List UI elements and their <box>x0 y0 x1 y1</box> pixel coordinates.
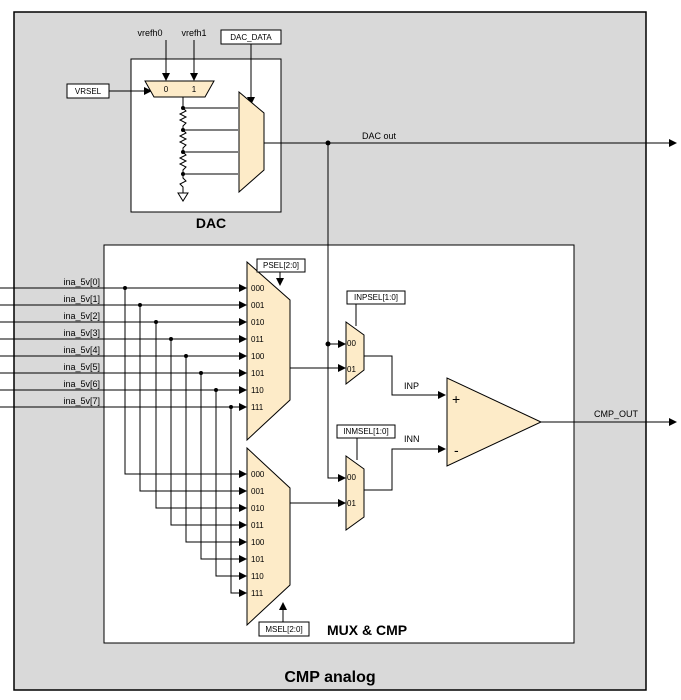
svg-text:001: 001 <box>251 301 265 310</box>
svg-text:111: 111 <box>251 589 264 598</box>
vref-select-mux <box>144 80 215 98</box>
input-label-3: ina_5v[3] <box>63 328 100 338</box>
input-label-0: ina_5v[0] <box>63 277 100 287</box>
resistor-4 <box>179 174 187 193</box>
dac-out-label: DAC out <box>362 131 397 141</box>
input-labels: ina_5v[0] ina_5v[1] ina_5v[2] ina_5v[3] … <box>63 277 100 406</box>
inp-mux <box>345 321 365 386</box>
svg-text:111: 111 <box>251 403 264 412</box>
inn-wire <box>364 445 446 491</box>
comparator-plus: + <box>452 391 460 407</box>
svg-text:100: 100 <box>251 538 265 547</box>
dac-bus-inn <box>327 344 346 482</box>
vref-sel0: 0 <box>164 85 169 94</box>
mux-cmp-block <box>103 244 575 644</box>
resistor-1 <box>178 107 188 130</box>
resistor-2 <box>178 129 188 152</box>
svg-text:01: 01 <box>347 499 356 508</box>
comparator-minus: - <box>454 442 459 458</box>
input-lines <box>0 284 247 411</box>
svg-text:100: 100 <box>251 352 265 361</box>
vrsel-label: VRSEL <box>75 87 102 96</box>
inpsel-box <box>346 290 406 305</box>
inp-wire <box>364 355 446 399</box>
inpsel-label: INPSEL[1:0] <box>354 293 398 302</box>
svg-text:101: 101 <box>251 555 265 564</box>
dac-data-label: DAC_DATA <box>230 33 272 42</box>
comparator <box>446 377 543 467</box>
dac-title: DAC <box>196 215 226 231</box>
psel-label: PSEL[2:0] <box>263 261 299 270</box>
lower-mux-taps <box>123 286 247 597</box>
svg-text:011: 011 <box>251 335 264 344</box>
upper-mux <box>246 260 291 442</box>
ground-symbol <box>177 192 189 202</box>
input-label-7: ina_5v[7] <box>63 396 100 406</box>
vref-sel1: 1 <box>192 85 197 94</box>
input-label-6: ina_5v[6] <box>63 379 100 389</box>
vrefh1-label: vrefh1 <box>181 28 206 38</box>
mux-cmp-title: MUX & CMP <box>327 622 407 638</box>
cmp-analog-label: CMP analog <box>284 669 375 686</box>
inn-label: INN <box>404 434 420 444</box>
svg-text:010: 010 <box>251 504 265 513</box>
cmp-out-label: CMP_OUT <box>594 409 639 419</box>
input-label-1: ina_5v[1] <box>63 294 100 304</box>
svg-text:00: 00 <box>347 473 356 482</box>
svg-text:000: 000 <box>251 470 265 479</box>
inp-label: INP <box>404 381 419 391</box>
svg-text:011: 011 <box>251 521 264 530</box>
psel-box <box>256 258 306 273</box>
svg-text:00: 00 <box>347 339 356 348</box>
svg-text:01: 01 <box>347 365 356 374</box>
resistor-3 <box>178 151 188 174</box>
input-label-4: ina_5v[4] <box>63 345 100 355</box>
input-label-5: ina_5v[5] <box>63 362 100 372</box>
svg-text:101: 101 <box>251 369 265 378</box>
inmsel-box <box>336 424 396 439</box>
lower-mux <box>246 446 291 627</box>
svg-text:010: 010 <box>251 318 265 327</box>
msel-box <box>258 621 310 637</box>
inmsel-label: INMSEL[1:0] <box>343 427 388 436</box>
svg-text:000: 000 <box>251 284 265 293</box>
svg-text:110: 110 <box>251 572 264 581</box>
msel-label: MSEL[2:0] <box>265 625 302 634</box>
dac-mux <box>238 90 265 194</box>
vrefh0-label: vrefh0 <box>137 28 162 38</box>
svg-text:110: 110 <box>251 386 264 395</box>
input-label-2: ina_5v[2] <box>63 311 100 321</box>
lower-mux-codes: 000 001 010 011 100 101 110 111 <box>251 470 265 598</box>
svg-text:001: 001 <box>251 487 265 496</box>
inn-mux <box>345 455 365 531</box>
upper-mux-codes: 000 001 010 011 100 101 110 111 <box>251 284 265 412</box>
